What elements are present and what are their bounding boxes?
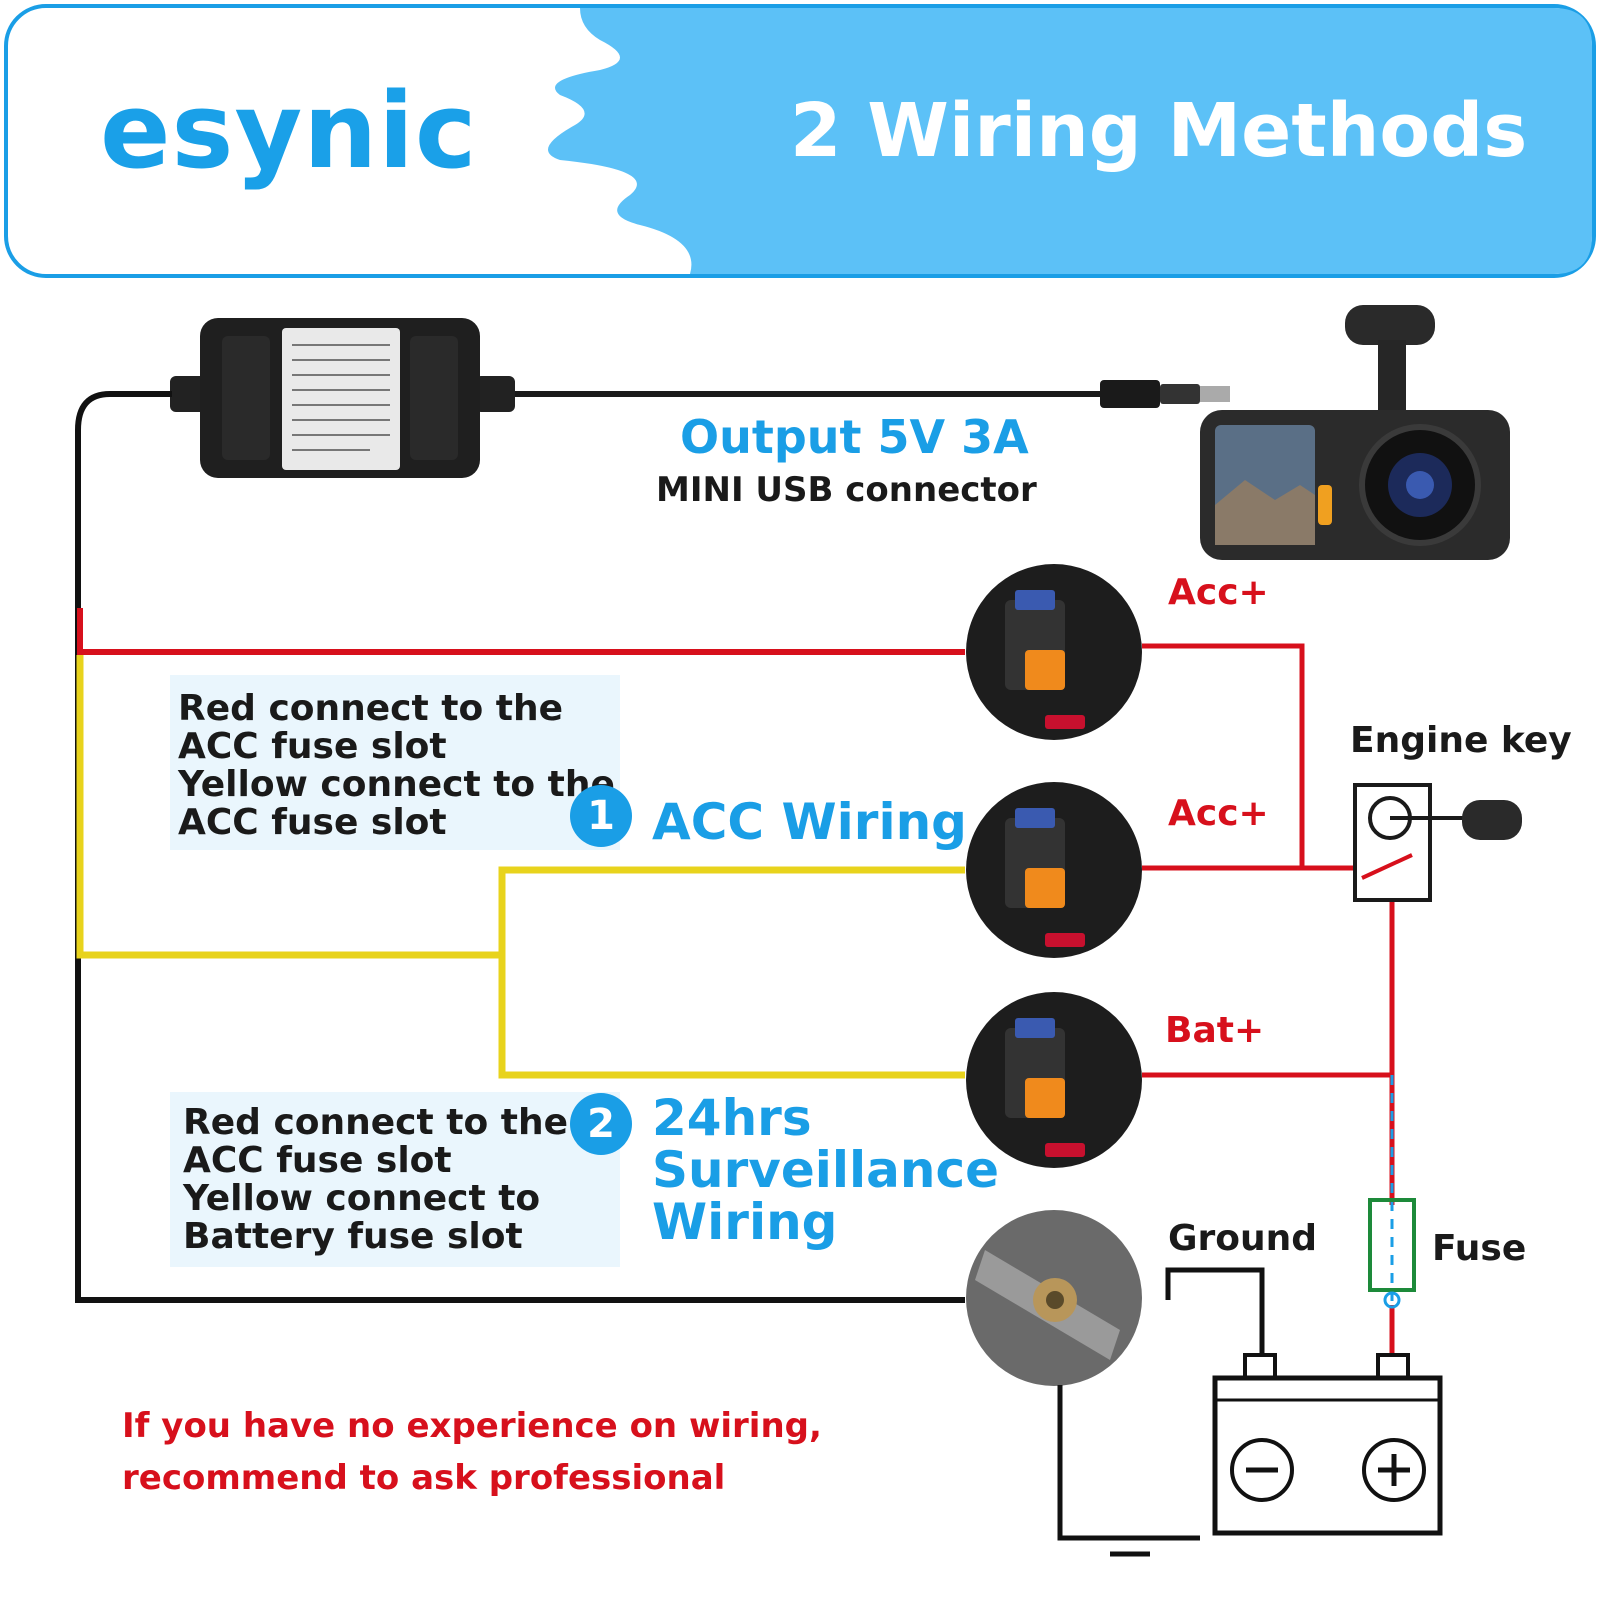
method2-line: Red connect to the [183, 1102, 568, 1143]
usb-cable [515, 380, 1230, 408]
page-title: 2 Wiring Methods [790, 88, 1528, 174]
wire-red [77, 608, 965, 655]
method1-line: ACC fuse slot [178, 726, 447, 767]
method2-box [170, 1092, 620, 1267]
method1-line: ACC fuse slot [178, 802, 447, 843]
vent-left [222, 336, 270, 460]
fuse-symbol [1368, 1198, 1416, 1292]
brand-logo: esynic [100, 70, 478, 192]
battery [1212, 1353, 1443, 1536]
ground-label: Ground [1168, 1218, 1318, 1259]
method2-title-line: Surveillance [652, 1141, 1000, 1199]
vent-right [410, 336, 458, 460]
fuse-photo-2 [966, 782, 1142, 958]
method2-title-line: 24hrs [652, 1089, 812, 1147]
method1-line: Yellow connect to the [178, 764, 615, 805]
method2-title: 24hrs Surveillance Wiring [652, 1092, 999, 1248]
method1-box [170, 675, 620, 850]
method1-line: Red connect to the [178, 688, 563, 729]
output-spec: Output 5V 3A [680, 410, 1029, 464]
method1-title: ACC Wiring [652, 793, 967, 851]
acc-top-label: Acc+ [1168, 572, 1269, 613]
method1-number-badge: 1 [570, 785, 632, 847]
method2-number-badge: 2 [570, 1093, 632, 1155]
bat-label: Bat+ [1165, 1010, 1265, 1051]
professional-warning: If you have no experience on wiring, rec… [122, 1400, 842, 1504]
header-blue-shape [548, 8, 1592, 274]
wire-yellow [76, 655, 965, 1079]
wire-black [75, 391, 965, 1303]
connector-label: MINI USB connector [656, 470, 1037, 510]
method2-line: Battery fuse slot [183, 1216, 523, 1257]
fuse-label: Fuse [1432, 1228, 1527, 1269]
engine-key-label: Engine key [1350, 720, 1572, 761]
dash-camera [1200, 305, 1510, 560]
engine-key-switch [1353, 783, 1522, 902]
ground-wire [1057, 1267, 1265, 1541]
method1-description: Red connect to the ACC fuse slot Yellow … [178, 690, 615, 842]
method2-line: Yellow connect to [183, 1178, 541, 1219]
converter-label-plate [282, 328, 400, 470]
method2-description: Red connect to the ACC fuse slot Yellow … [183, 1104, 568, 1256]
method2-title-line: Wiring [652, 1193, 838, 1251]
method2-line: ACC fuse slot [183, 1140, 452, 1181]
header-banner [4, 4, 1596, 278]
battery-minus-icon [1230, 1438, 1294, 1502]
ground-photo [966, 1210, 1142, 1386]
converter-box [170, 318, 515, 478]
acc-mid-label: Acc+ [1168, 793, 1269, 834]
fuse-photo-3 [966, 992, 1142, 1168]
fuse-photo-1 [966, 564, 1142, 740]
warning-line: recommend to ask professional [122, 1458, 726, 1498]
warning-line: If you have no experience on wiring, [122, 1406, 822, 1446]
battery-plus-icon [1362, 1438, 1426, 1502]
